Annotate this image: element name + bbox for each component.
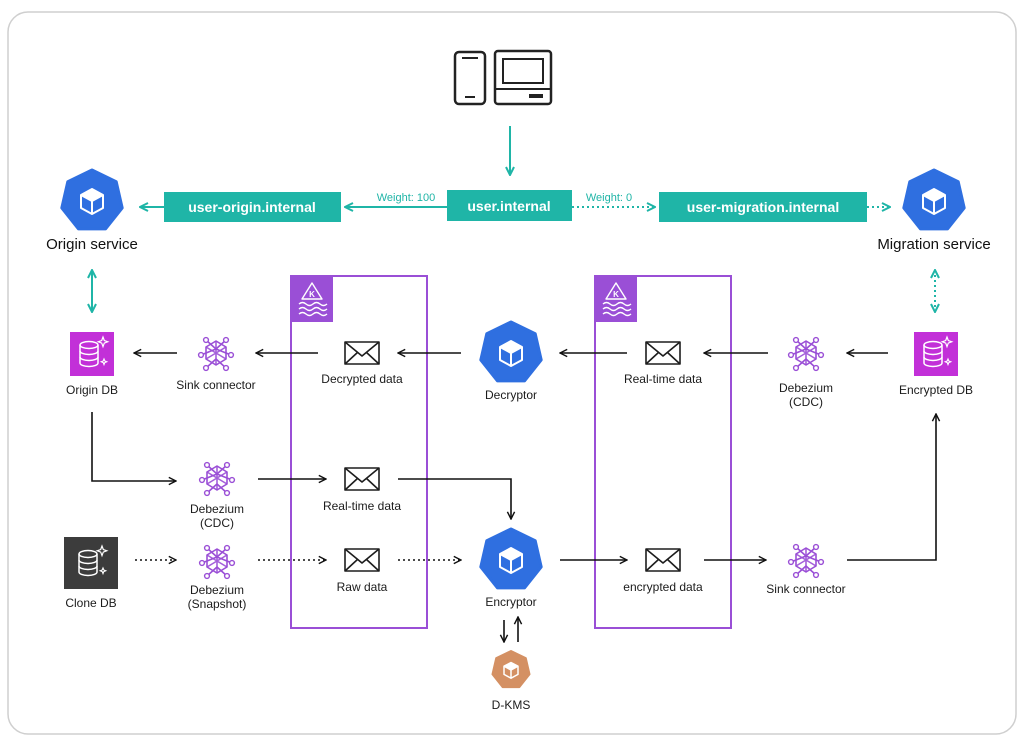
debezium-cdc-right-label: Debezium [779, 381, 833, 395]
clone-db-label: Clone DB [65, 596, 116, 610]
desktop-icon [493, 49, 553, 106]
encrypted-db-label: Encrypted DB [899, 383, 973, 397]
weight-right-label: Weight: 0 [586, 192, 632, 204]
origin-route-pill: user-origin.internal [164, 192, 341, 222]
encryptor-icon [479, 527, 543, 590]
gateway-pill: user.internal [447, 190, 572, 221]
envelope-icon [645, 341, 681, 365]
origin-db-label: Origin DB [66, 383, 118, 397]
encrypted-db-icon [914, 332, 958, 376]
sink-connector-right-label: Sink connector [766, 582, 845, 596]
debezium-snapshot-label: Debezium [190, 583, 244, 597]
migration-service-label: Migration service [877, 236, 990, 253]
origin-db-icon [70, 332, 114, 376]
migration-route-label: user-migration.internal [687, 199, 839, 215]
kafka-cluster-left [290, 275, 428, 629]
envelope-icon [344, 548, 380, 572]
debezium-cdc-left-label: Debezium [190, 502, 244, 516]
debezium-snapshot-sublabel: (Snapshot) [188, 597, 247, 611]
clone-db-icon [64, 537, 118, 589]
debezium-cdc-left-sublabel: (CDC) [200, 516, 234, 530]
decryptor-icon [479, 320, 543, 383]
kafka-cluster-right [594, 275, 732, 629]
dkms-label: D-KMS [492, 698, 531, 712]
origin-service-label: Origin service [46, 236, 138, 253]
sink-to-encrypted-db-arrow [847, 414, 936, 561]
weight-left-label: Weight: 100 [377, 192, 436, 204]
migration-service-icon [902, 168, 966, 231]
migration-route-pill: user-migration.internal [659, 192, 867, 222]
topic-realtime-right-label: Real-time data [624, 372, 702, 386]
dkms-icon [491, 650, 531, 689]
gateway-label: user.internal [467, 198, 550, 214]
origin-route-label: user-origin.internal [188, 199, 316, 215]
envelope-icon [344, 341, 380, 365]
decryptor-label: Decryptor [485, 388, 537, 402]
realtime-to-encryptor-arrow [398, 478, 511, 519]
envelope-icon [344, 467, 380, 491]
debezium-cdc-right-sublabel: (CDC) [789, 395, 823, 409]
kafka-icon [594, 275, 638, 323]
topic-realtime-left-label: Real-time data [323, 499, 401, 513]
encryptor-label: Encryptor [485, 595, 536, 609]
phone-icon [453, 50, 487, 106]
topic-decrypted-label: Decrypted data [321, 372, 403, 386]
topic-raw-label: Raw data [337, 580, 388, 594]
topic-encrypted-label: encrypted data [623, 580, 703, 594]
origin-db-to-debezium-arrow [91, 412, 176, 481]
sink-connector-left-label: Sink connector [176, 378, 255, 392]
kafka-icon [290, 275, 334, 323]
origin-service-icon [60, 168, 124, 231]
envelope-icon [645, 548, 681, 572]
